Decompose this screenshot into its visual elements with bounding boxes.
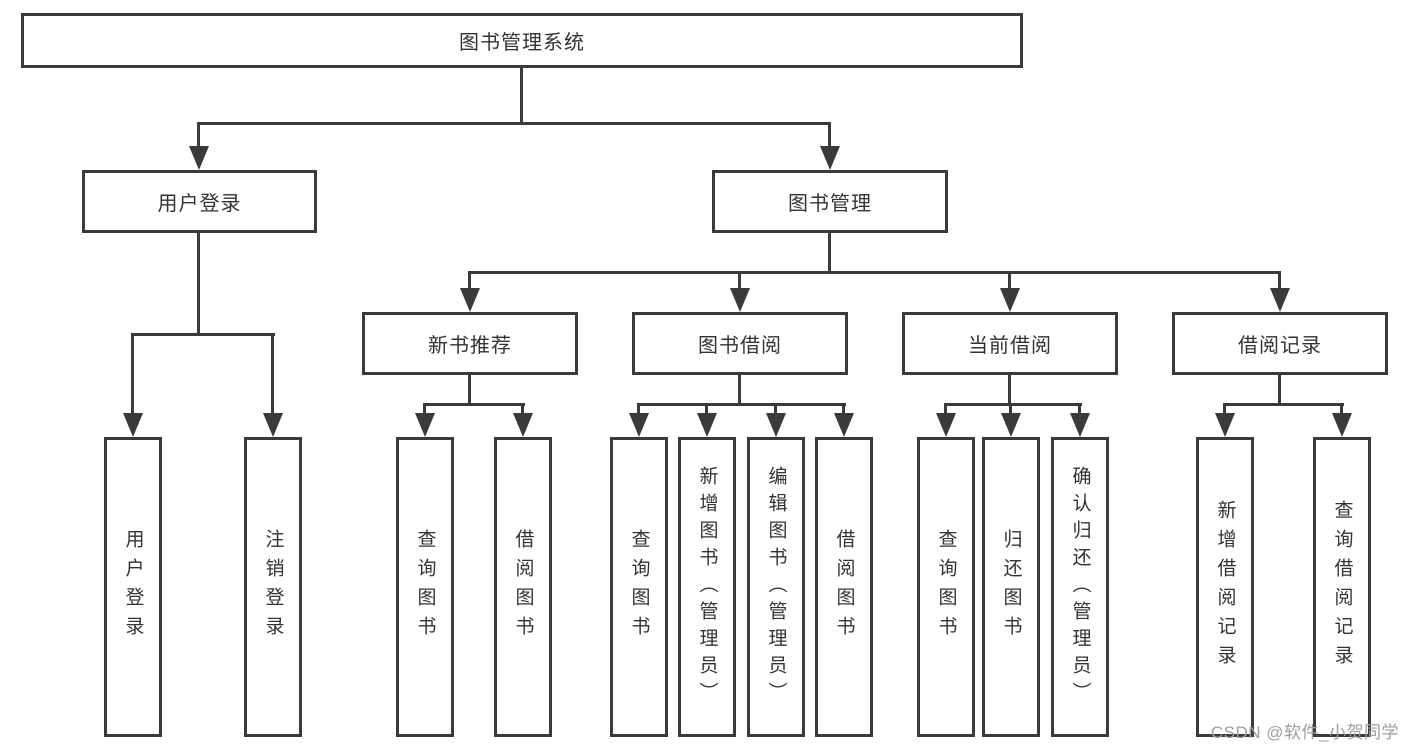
node-book-management: 图书管理 [712,170,948,233]
leaf-label: 借阅图书 [512,529,534,645]
connector-leaf-drop [1009,403,1012,417]
arrowhead-new-books [460,288,480,312]
connector-leaf-drop [774,403,777,417]
connector-login-leaf-drop [131,333,134,417]
connector-leaf-drop [842,403,845,417]
node-label: 图书管理系统 [459,32,585,54]
connector-leaf-drop [1078,403,1081,417]
connector-leaf-drop [705,403,708,417]
connector-leaf-drop [1223,403,1226,417]
node-label: 当前借阅 [968,335,1052,357]
node-label: 图书借阅 [698,335,782,357]
leaf-label: 用户登录 [122,529,144,645]
connector-level3-rail [468,271,1281,274]
node-label: 新书推荐 [428,335,512,357]
connector-new-books-rail [423,403,525,406]
arrowhead-borrow-records [1270,288,1290,312]
leaf-query-books: 查询图书 [610,437,668,737]
leaf-label: 新增图书（管理员） [696,465,718,709]
arrowhead-user-login [189,146,209,170]
node-label: 用户登录 [157,193,242,215]
connector-current-borrow-rail [944,403,1082,406]
connector-borrow-records-stem [1278,373,1281,405]
connector-leaf-drop [944,403,947,417]
leaf-label: 编辑图书（管理员） [765,465,787,709]
arrowhead-leaf [834,413,854,437]
leaf-add-borrow-record: 新增借阅记录 [1196,437,1254,737]
leaf-label: 确认归还（管理员） [1069,465,1091,709]
connector-current-borrow-stem [1008,373,1011,405]
connector-user-login-stem [197,231,200,335]
connector-leaf-drop [521,403,524,417]
connector-book-mgmt-stem [828,231,831,273]
node-label: 借阅记录 [1238,335,1322,357]
connector-root-stem [520,66,523,124]
leaf-borrow-books: 借阅图书 [494,437,552,737]
leaf-borrow-books: 借阅图书 [815,437,873,737]
connector-book-borrow-stem [738,373,741,405]
leaf-label: 查询借阅记录 [1331,500,1353,674]
node-label: 图书管理 [788,193,872,215]
connector-book-borrow-rail [637,403,846,406]
arrowhead-leaf [1070,413,1090,437]
connector-leaf-drop [1340,403,1343,417]
leaf-user-login: 用户登录 [104,437,162,737]
arrowhead-leaf [1332,413,1352,437]
leaf-label: 新增借阅记录 [1214,500,1236,674]
leaf-label: 查询图书 [414,529,436,645]
leaf-label: 借阅图书 [833,529,855,645]
leaf-label: 归还图书 [1000,529,1022,645]
leaf-label: 查询图书 [628,529,650,645]
node-new-book-recommend: 新书推荐 [362,312,578,375]
arrowhead-leaf [1001,413,1021,437]
connector-level2-rail [197,122,831,125]
leaf-label: 注销登录 [262,529,284,645]
connector-user-login-drop [197,122,200,150]
arrowhead-leaf [513,413,533,437]
node-library-management-system: 图书管理系统 [21,13,1023,68]
connector-borrow-records-drop [1278,271,1281,291]
arrowhead-leaf [415,413,435,437]
leaf-return-books: 归还图书 [982,437,1040,737]
node-user-login: 用户登录 [82,170,317,233]
node-borrow-records: 借阅记录 [1172,312,1388,375]
arrowhead-leaf [697,413,717,437]
connector-new-books-stem [468,373,471,405]
leaf-edit-books-admin: 编辑图书（管理员） [747,437,805,737]
arrowhead-logout-leaf [263,413,283,437]
arrowhead-leaf [629,413,649,437]
connector-borrow-records-rail [1223,403,1344,406]
arrowhead-login-leaf [123,413,143,437]
arrowhead-book-mgmt [820,146,840,170]
connector-logout-leaf-drop [271,333,274,417]
leaf-query-books: 查询图书 [917,437,975,737]
leaf-query-books: 查询图书 [396,437,454,737]
connector-new-books-drop [468,271,471,291]
connector-user-leaves-rail [131,333,275,336]
connector-current-borrow-drop [1008,271,1011,291]
leaf-label: 查询图书 [935,529,957,645]
leaf-logout: 注销登录 [244,437,302,737]
arrowhead-book-borrow [730,288,750,312]
arrowhead-leaf [766,413,786,437]
leaf-confirm-return-admin: 确认归还（管理员） [1051,437,1109,737]
arrowhead-leaf [1215,413,1235,437]
csdn-watermark: CSDN @软件_小贺同学 [1210,723,1399,742]
node-current-borrowing: 当前借阅 [902,312,1118,375]
connector-book-borrow-drop [738,271,741,291]
arrowhead-current-borrow [1000,288,1020,312]
connector-leaf-drop [637,403,640,417]
connector-leaf-drop [423,403,426,417]
connector-book-mgmt-drop [828,122,831,150]
arrowhead-leaf [936,413,956,437]
leaf-add-books-admin: 新增图书（管理员） [678,437,736,737]
node-book-borrowing: 图书借阅 [632,312,848,375]
leaf-query-borrow-record: 查询借阅记录 [1313,437,1371,737]
